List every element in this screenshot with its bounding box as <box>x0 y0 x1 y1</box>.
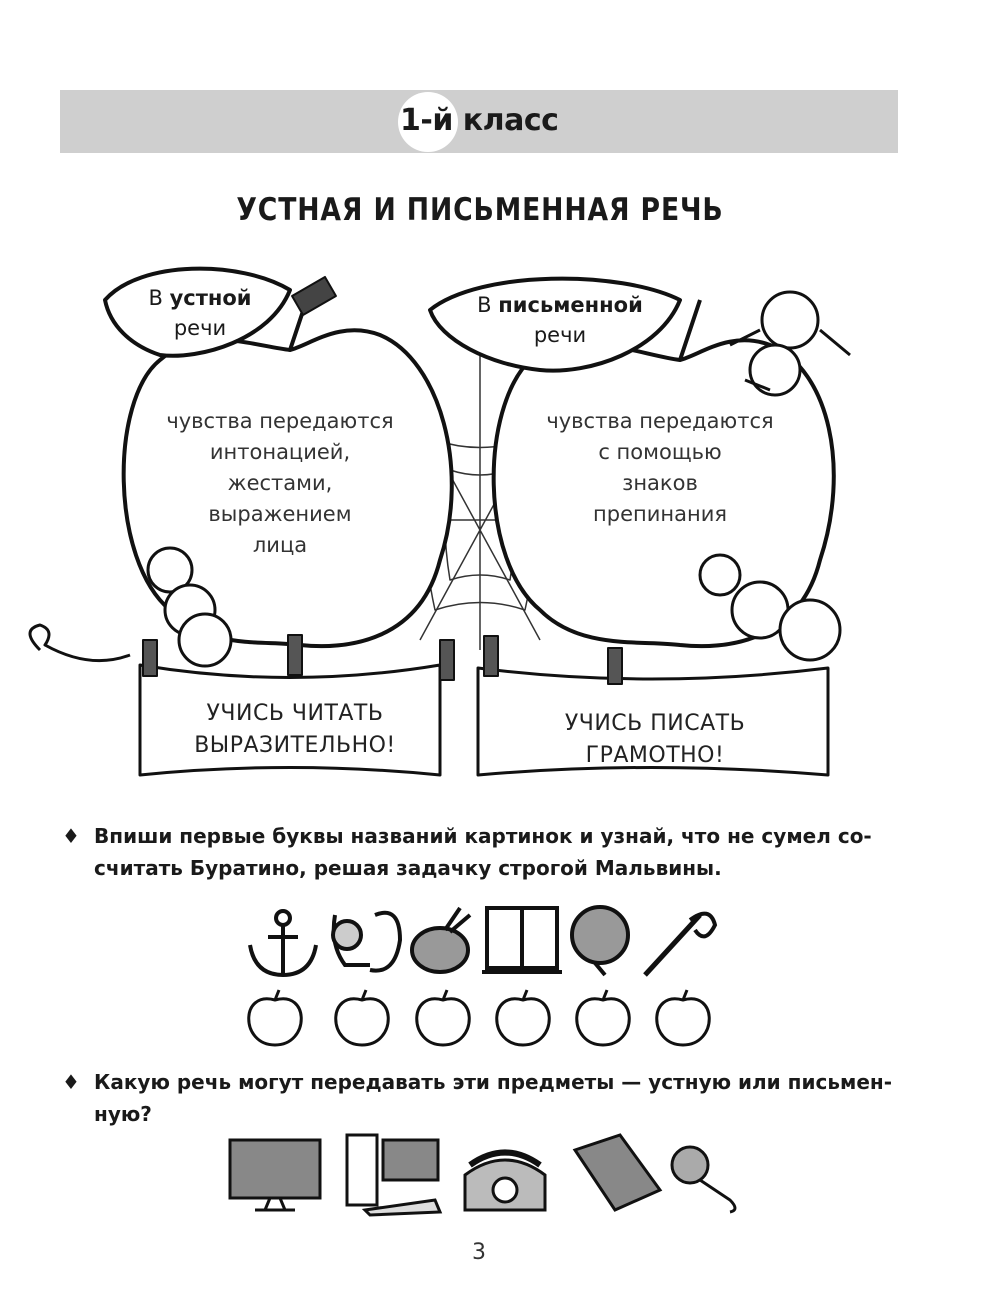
body-line: жестами, <box>227 471 333 495</box>
book-icon <box>572 1133 663 1212</box>
page-title: УСТНАЯ И ПИСЬМЕННАЯ РЕЧЬ <box>236 192 724 228</box>
answer-apple-2 <box>334 989 390 1047</box>
task1-pictures <box>248 905 718 978</box>
banner-line: ГРАМОТНО! <box>585 743 725 768</box>
leaf-bold-word: устной <box>169 286 252 310</box>
squirrel-icon <box>331 910 403 973</box>
spider <box>729 290 851 397</box>
task-1: ♦ Впиши первые буквы названий картинок и… <box>62 820 922 884</box>
answer-apples <box>247 989 711 1047</box>
onion-icon <box>410 906 472 974</box>
grade-header-circle <box>398 92 458 152</box>
answer-apple-6 <box>655 989 711 1047</box>
banner-line: УЧИСЬ ПИСАТЬ <box>564 711 746 736</box>
page-number: 3 <box>472 1240 486 1265</box>
grade-label: 1-й класс <box>400 103 559 138</box>
computer-icon <box>345 1133 443 1217</box>
body-line: знаков <box>622 471 698 495</box>
banner-line: ВЫРАЗИТЕЛЬНО! <box>194 733 396 758</box>
window-icon <box>482 906 562 974</box>
caterpillar-right <box>698 553 842 662</box>
right-leaf <box>428 276 682 373</box>
task-2: ♦ Какую речь могут передавать эти предме… <box>62 1066 922 1130</box>
left-leaf <box>103 266 292 358</box>
right-apple-stem <box>678 299 702 361</box>
right-banner-text: УЧИСЬ ПИСАТЬ ГРАМОТНО! <box>495 708 815 772</box>
body-line: выражением <box>208 502 352 526</box>
right-leaf-label: В письменной речи <box>460 290 660 350</box>
left-banner <box>138 663 442 777</box>
task-text: Впиши первые буквы названий картинок и у… <box>94 824 872 880</box>
left-apple-outline <box>121 328 454 649</box>
microphone-icon <box>670 1145 737 1214</box>
clothespins <box>142 634 623 685</box>
body-line: препинания <box>593 502 727 526</box>
banner-line: УЧИСЬ ЧИТАТЬ <box>206 701 384 726</box>
body-line: с помощью <box>598 440 722 464</box>
chestnut-icon <box>570 905 630 977</box>
leaf-prefix: В <box>477 293 492 317</box>
body-line: чувства передаются <box>166 409 394 433</box>
answer-apple-4 <box>495 989 551 1047</box>
left-banner-text: УЧИСЬ ЧИТАТЬ ВЫРАЗИТЕЛЬНО! <box>150 698 440 762</box>
task2-pictures <box>228 1133 737 1217</box>
needle-icon <box>643 911 718 977</box>
caterpillar-left <box>28 546 233 668</box>
body-line: интонацией, <box>209 440 351 464</box>
leaf-prefix: В <box>148 286 163 310</box>
left-stem-tape <box>291 275 337 317</box>
answer-apple-1 <box>247 989 303 1047</box>
bullet-icon: ♦ <box>62 1070 80 1094</box>
monitor-icon <box>228 1138 322 1212</box>
grade-header-bar <box>60 90 898 153</box>
answer-apple-3 <box>415 989 471 1047</box>
left-leaf-label: В устной речи <box>120 283 280 343</box>
task-text: Какую речь могут передавать эти предметы… <box>94 1070 893 1126</box>
anchor-icon <box>248 909 318 978</box>
answer-apple-5 <box>575 989 631 1047</box>
body-line: чувства передаются <box>546 409 774 433</box>
left-apple-body: чувства передаются интонацией, жестами, … <box>140 406 420 561</box>
body-line: лица <box>252 533 308 557</box>
right-apple-body: чувства передаются с помощью знаков преп… <box>520 406 800 530</box>
leaf-bold-word: письменной <box>498 293 643 317</box>
right-banner <box>476 666 830 777</box>
bullet-icon: ♦ <box>62 824 80 848</box>
telephone-icon <box>463 1149 547 1212</box>
leaf-suffix: речи <box>173 316 227 340</box>
leaf-suffix: речи <box>533 323 587 347</box>
